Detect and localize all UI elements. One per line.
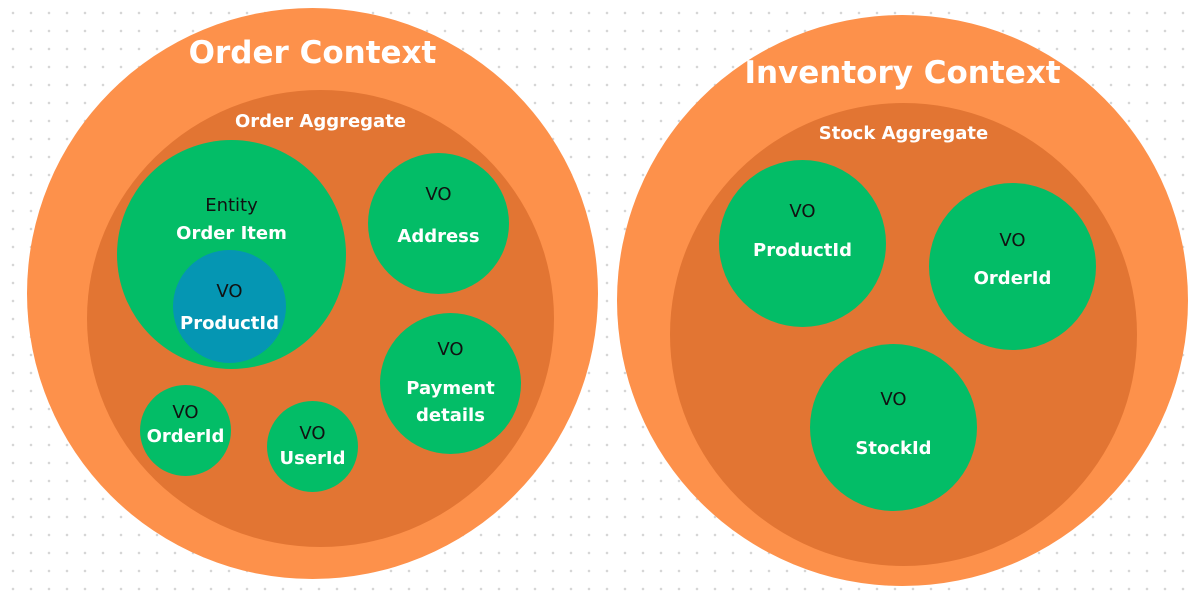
orderid-vo: VO OrderId [140, 385, 231, 476]
vo-name-label: Address [397, 226, 480, 247]
vo-kind-label: VO [999, 230, 1026, 251]
vo-name-label: UserId [279, 448, 346, 469]
entity-productid-vo: VO ProductId [173, 250, 286, 363]
payment-details-vo: VO Payment details [380, 313, 521, 454]
vo-kind-label: VO [437, 339, 464, 360]
order-context-title: Order Context [188, 35, 437, 71]
inventory-context-title: Inventory Context [744, 55, 1061, 91]
vo-kind-label: VO [789, 201, 816, 222]
vo-kind-label: VO [216, 281, 243, 302]
stock-aggregate-title: Stock Aggregate [818, 123, 989, 144]
vo-name-label: OrderId [973, 268, 1052, 289]
vo-kind-label: VO [880, 389, 907, 410]
userid-vo: VO UserId [267, 401, 358, 492]
vo-kind-label: VO [425, 184, 452, 205]
vo-name-label: StockId [855, 438, 932, 459]
order-aggregate-title: Order Aggregate [234, 111, 407, 132]
vo-name-label: ProductId [180, 313, 279, 334]
vo-kind-label: VO [172, 402, 199, 423]
vo-name-label: OrderId [146, 426, 225, 447]
vo-kind-label: VO [299, 423, 326, 444]
address-vo: VO Address [368, 153, 509, 294]
vo-name-label-line2: details [416, 405, 485, 426]
orderid-vo: VO OrderId [929, 183, 1096, 350]
entity-kind-label: Entity [205, 195, 258, 216]
vo-name-label-line1: Payment [406, 378, 495, 399]
productid-vo: VO ProductId [719, 160, 886, 327]
entity-name-label: Order Item [176, 223, 287, 244]
vo-name-label: ProductId [753, 240, 852, 261]
stockid-vo: VO StockId [810, 344, 977, 511]
